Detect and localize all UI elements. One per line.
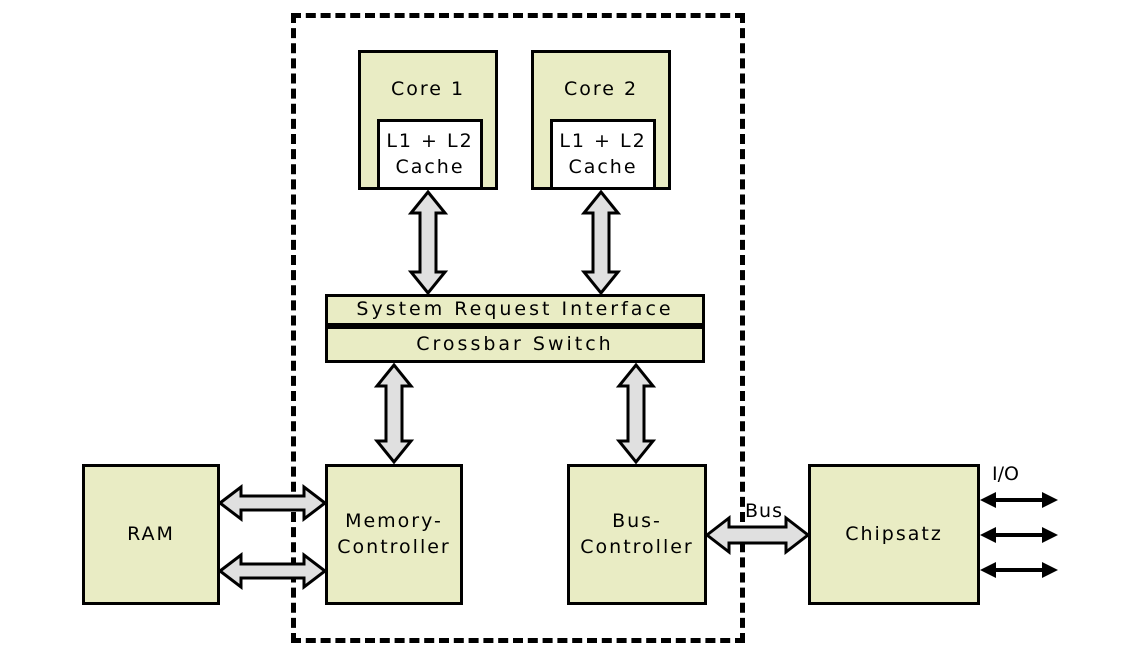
arrow-ram-memory-upper (217, 483, 328, 523)
core-1-label: Core 1 (390, 78, 466, 100)
ram-block[interactable]: RAM (82, 464, 220, 605)
core-1-block[interactable]: Core 1 L1 + L2 Cache (358, 50, 498, 190)
core-1-cache-block[interactable]: L1 + L2 Cache (377, 119, 483, 190)
cpu-die-boundary (291, 13, 745, 643)
core-2-label: Core 2 (563, 78, 639, 100)
arrow-core1-to-sri (407, 189, 449, 296)
arrow-crossbar-to-bus-controller (615, 362, 657, 465)
arrow-ram-memory-lower (217, 551, 328, 591)
crossbar-switch-block[interactable]: Crossbar Switch (325, 326, 705, 363)
io-label: I/O (992, 463, 1019, 485)
system-request-interface-block[interactable]: System Request Interface (325, 294, 705, 326)
arrow-bus-controller-to-chipset (704, 514, 811, 556)
bus-label: Bus (745, 500, 783, 522)
chipset-block[interactable]: Chipsatz (808, 464, 980, 605)
io-arrow-lane-2 (980, 527, 1058, 543)
memory-controller-block[interactable]: Memory- Controller (325, 464, 463, 605)
arrow-core2-to-sri (580, 189, 622, 296)
core-2-cache-block[interactable]: L1 + L2 Cache (550, 119, 656, 190)
core-2-block[interactable]: Core 2 L1 + L2 Cache (531, 50, 671, 190)
io-arrow-lane-3 (980, 562, 1058, 578)
arrow-crossbar-to-memory-controller (373, 362, 415, 465)
bus-controller-block[interactable]: Bus- Controller (567, 464, 707, 605)
io-arrow-lane-1 (980, 492, 1058, 508)
